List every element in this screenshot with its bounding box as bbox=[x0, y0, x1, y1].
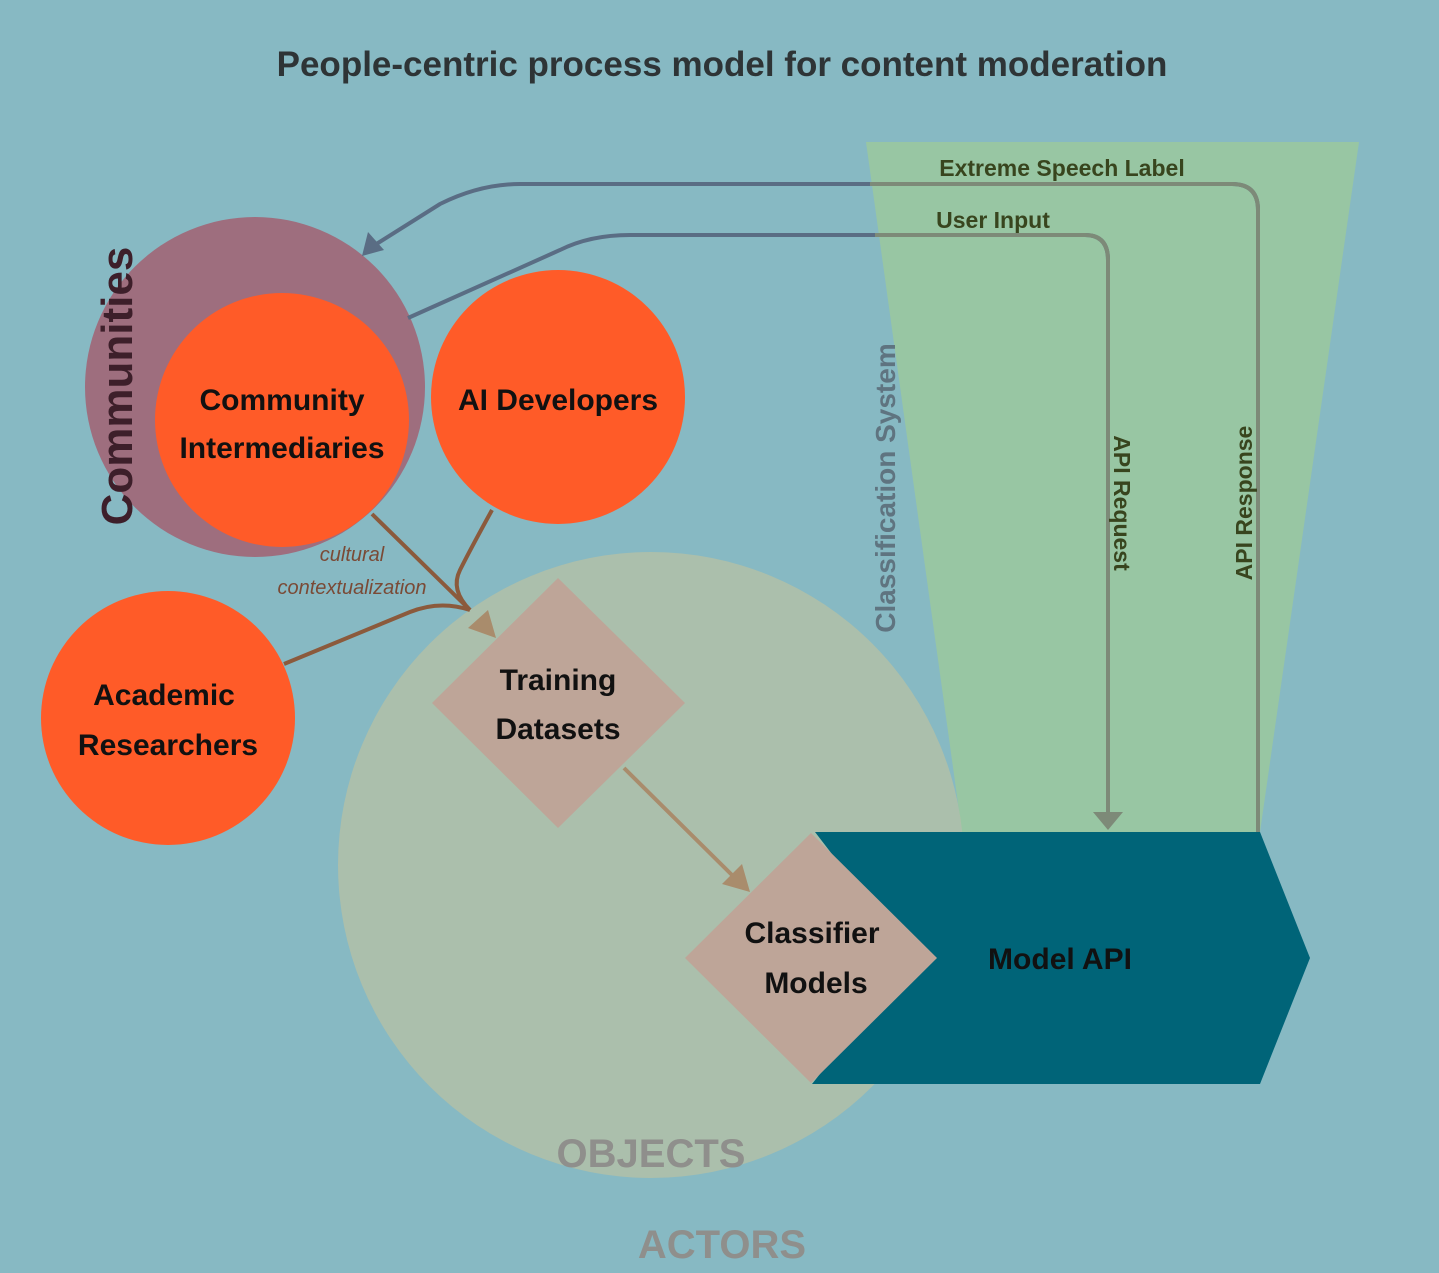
academic-researchers-circle[interactable] bbox=[41, 591, 295, 845]
api-request-text: API Request bbox=[1109, 435, 1135, 571]
user-input-text: User Input bbox=[936, 207, 1050, 233]
diagram-title: People-centric process model for content… bbox=[277, 45, 1168, 84]
training-datasets-label-line2: Datasets bbox=[495, 713, 620, 746]
extreme-speech-label-text: Extreme Speech Label bbox=[939, 155, 1184, 181]
training-to-classifier-arrow bbox=[622, 766, 737, 880]
cultural-contextualization-label-line2: contextualization bbox=[278, 577, 427, 599]
training-datasets-label-line1: Training bbox=[500, 664, 617, 697]
user-input-arrow-inner bbox=[875, 233, 1110, 818]
ai-developers-to-training-arrow bbox=[454, 509, 494, 612]
extreme-speech-arrowhead bbox=[362, 232, 384, 256]
classifier-models-diamond[interactable] bbox=[685, 833, 937, 1083]
classifier-arrowhead bbox=[722, 864, 750, 892]
training-arrowhead bbox=[468, 610, 496, 638]
api-request-arrowhead bbox=[1093, 812, 1123, 830]
objects-label: OBJECTS bbox=[557, 1132, 746, 1176]
academic-researchers-label-line2: Researchers bbox=[78, 729, 258, 762]
classifier-models-label-line2: Models bbox=[764, 967, 867, 1000]
api-response-text: API Response bbox=[1231, 426, 1257, 581]
training-datasets-diamond[interactable] bbox=[432, 578, 685, 828]
community-intermediaries-circle[interactable] bbox=[155, 293, 409, 547]
cultural-contextualization-label-line1: cultural bbox=[320, 544, 385, 566]
ai-developers-circle[interactable] bbox=[431, 270, 685, 524]
researchers-to-training-arrow bbox=[283, 603, 471, 666]
community-to-training-arrow bbox=[370, 512, 472, 612]
api-response-arrow-inner bbox=[870, 182, 1260, 832]
classification-funnel bbox=[866, 142, 1359, 832]
community-intermediaries-label-line1: Community bbox=[200, 384, 365, 417]
classification-system-label: Classification System bbox=[870, 343, 901, 632]
classifier-models-label-line1: Classifier bbox=[744, 917, 879, 950]
communities-label: Communities bbox=[93, 247, 142, 526]
ai-developers-label: AI Developers bbox=[458, 384, 658, 417]
community-intermediaries-label-line2: Intermediaries bbox=[179, 432, 384, 465]
model-api-shape bbox=[812, 832, 1310, 1084]
model-api-label: Model API bbox=[988, 943, 1132, 976]
actors-label: ACTORS bbox=[638, 1223, 806, 1267]
academic-researchers-label-line1: Academic bbox=[93, 679, 235, 712]
